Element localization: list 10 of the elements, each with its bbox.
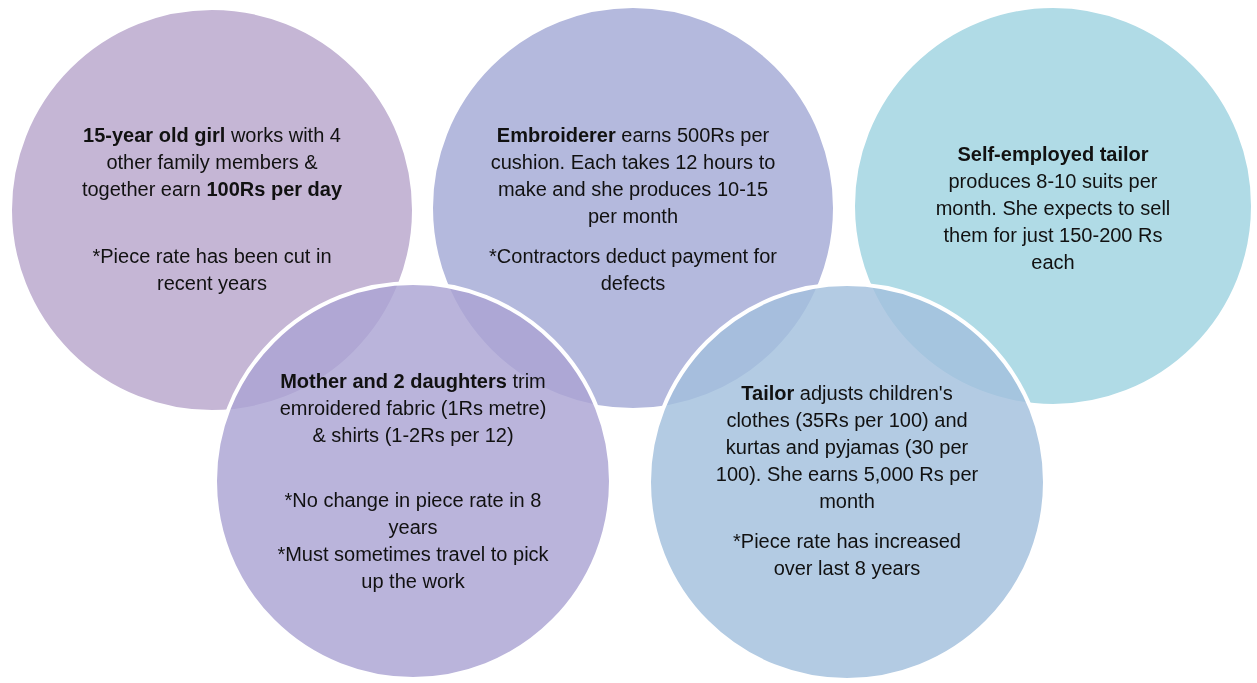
circle-text: Tailor adjusts children's clothes (35Rs per 100) and kurtas and pyjamas (30 per 100). She earns 5,000 Rs per month [714,381,980,514]
circle-text: Embroiderer earns 500Rs per cushion. Each takes 12 hours to make and she produces 10-15 per month [489,123,777,229]
circle-text: Self-employed tailor produces 8-10 suits per month. She expects to sell them for just 150-200 Rs each [934,142,1172,275]
circle-text: *No change in piece rate in 8 years [283,488,543,540]
circle-text: 15-year old girl works with 4 other family members & together earn 100Rs per day [80,123,344,202]
circle-text: *Must sometimes travel to pick up the work [276,542,550,594]
circle-text: Mother and 2 daughters trim emroidered fabric (1Rs metre) & shirts (1-2Rs per 12) [278,369,548,448]
circle-text: *Contractors deduct payment for defects [488,244,778,296]
circle-text: *Piece rate has been cut in recent years [91,244,333,296]
circle-text: *Piece rate has increased over last 8 years [732,529,962,581]
